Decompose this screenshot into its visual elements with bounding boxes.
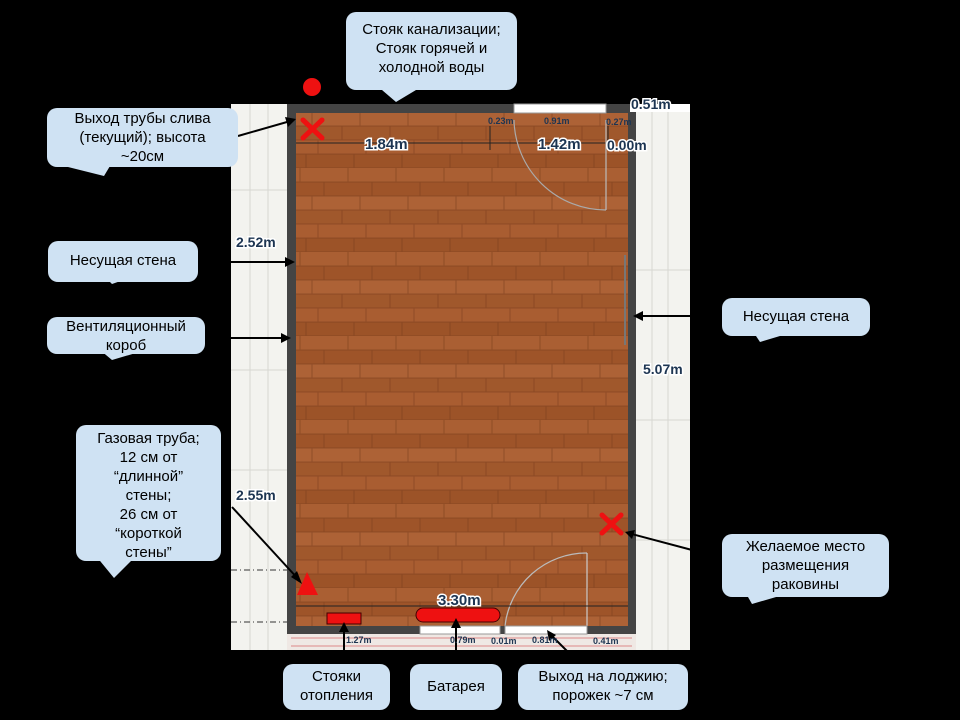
callout-gas-pipe: Газовая труба; 12 см от “длинной” стены;…: [76, 425, 221, 561]
callout-ventilation-box: Вентиляционный короб: [47, 317, 205, 354]
sink-x-mark-icon: [599, 512, 624, 536]
measure-top-right-cut: 0.51m: [631, 96, 671, 112]
dimension-lines: [231, 569, 290, 623]
measure-bottom-small-1: 1.27m: [346, 635, 372, 645]
callout-loggia-exit: Выход на лоджию; порожек ~7 см: [518, 664, 688, 710]
measure-bottom-small-5: 0.41m: [593, 636, 619, 646]
measure-left-upper: 2.52m: [236, 234, 276, 250]
top-right-notch: [630, 104, 690, 112]
callout-radiator: Батарея: [410, 664, 502, 710]
callout-bearing-wall-left-text: Несущая стена: [69, 252, 177, 269]
arrows: [200, 119, 693, 665]
callout-heating-risers: Стояки отопления: [283, 664, 390, 710]
drain-x-mark-icon: [300, 117, 325, 141]
riser-circle-icon: [303, 78, 321, 96]
measure-bottom-small-2: 0.79m: [450, 635, 476, 645]
bottom-door-swing: [504, 552, 588, 627]
measure-top-small-1: 0.23m: [488, 116, 514, 126]
floor: [296, 113, 628, 626]
callout-bearing-wall-right-text: Несущая стена: [742, 308, 850, 325]
measure-top-right: 0.00m: [607, 137, 647, 153]
callout-sewer-riser-text: Стояк канализации; Стояк горячей и холод…: [362, 21, 501, 76]
measure-left-lower: 2.55m: [236, 487, 276, 503]
measure-right: 5.07m: [643, 361, 683, 377]
callout-bearing-wall-right: Несущая стена: [722, 298, 870, 336]
callout-sink-location: Желаемое место размещения раковины: [722, 534, 889, 597]
measure-top-mid: 1.42m: [538, 136, 581, 153]
top-window: [513, 103, 607, 114]
top-door-swing: [513, 119, 607, 211]
bottom-opening-2: [504, 625, 588, 635]
callout-sewer-riser: Стояк канализации; Стояк горячей и холод…: [346, 12, 517, 90]
grid-lines: [231, 104, 690, 650]
measure-bottom-main: 3.30m: [438, 592, 481, 609]
measure-bottom-small-4: 0.81m: [532, 635, 558, 645]
callout-sink-location-text: Желаемое место размещения раковины: [745, 538, 866, 593]
callout-gas-pipe-text: Газовая труба; 12 см от “длинной” стены;…: [97, 430, 200, 561]
measure-top-small-2: 0.91m: [544, 116, 570, 126]
callout-loggia-exit-text: Выход на лоджию; порожек ~7 см: [538, 668, 668, 704]
callout-heating-risers-text: Стояки отопления: [299, 668, 374, 704]
gas-triangle-icon: [297, 572, 318, 595]
measure-bottom-small-3: 0.01m: [491, 636, 517, 646]
callout-drain-outlet-text: Выход трубы слива (текущий); высота ~20с…: [74, 110, 211, 165]
measure-top-left: 1.84m: [365, 136, 408, 153]
measure-top-small-3: 0.27m: [606, 117, 632, 127]
callout-ventilation-box-text: Вентиляционный короб: [66, 318, 186, 354]
callout-bearing-wall-left: Несущая стена: [48, 241, 198, 282]
callout-drain-outlet: Выход трубы слива (текущий); высота ~20с…: [47, 108, 238, 167]
arrowheads: [281, 117, 643, 641]
callout-radiator-text: Батарея: [427, 678, 485, 695]
